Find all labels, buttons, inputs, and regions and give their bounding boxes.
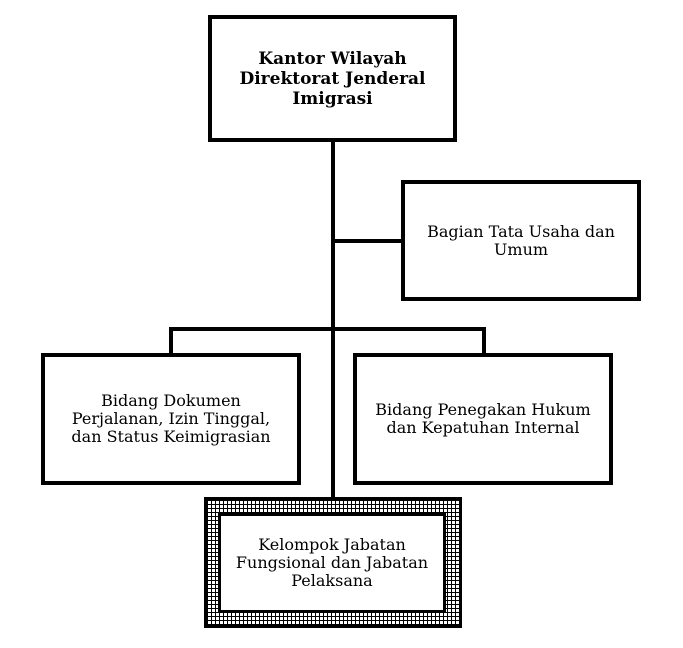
functional-group-label: Kelompok Jabatan Fungsional dan Jabatan … (235, 535, 429, 590)
administration-label: Bagian Tata Usaha dan Umum (427, 221, 615, 259)
head-office-label: Kantor Wilayah Direktorat Jenderal Imigr… (239, 48, 426, 109)
org-box-head-office: Kantor Wilayah Direktorat Jenderal Imigr… (208, 15, 457, 142)
org-box-administration: Bagian Tata Usaha dan Umum (401, 180, 641, 301)
org-box-documents-division: Bidang Dokumen Perjalanan, Izin Tinggal,… (41, 353, 301, 485)
enforcement-division-label: Bidang Penegakan Hukum dan Kepatuhan Int… (375, 400, 591, 437)
org-box-functional-group: Kelompok Jabatan Fungsional dan Jabatan … (218, 513, 446, 613)
documents-division-label: Bidang Dokumen Perjalanan, Izin Tinggal,… (71, 391, 271, 446)
org-box-enforcement-division: Bidang Penegakan Hukum dan Kepatuhan Int… (353, 353, 613, 485)
